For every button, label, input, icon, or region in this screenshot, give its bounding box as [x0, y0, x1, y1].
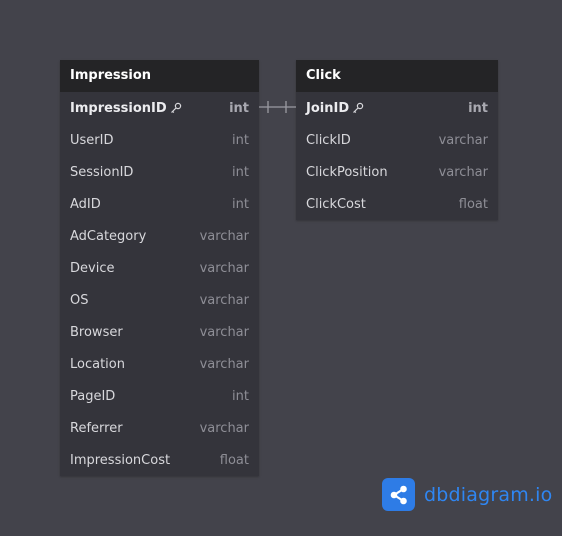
column-name: Device	[70, 260, 115, 276]
column-name: ImpressionCost	[70, 452, 171, 468]
column-name: SessionID	[70, 164, 134, 180]
column-row[interactable]: OS varchar	[60, 284, 259, 316]
column-row[interactable]: ClickCost float	[296, 188, 498, 220]
column-type: int	[232, 164, 249, 180]
column-name: OS	[70, 292, 89, 308]
column-row[interactable]: Referrer varchar	[60, 412, 259, 444]
column-row[interactable]: ImpressionID int	[60, 92, 259, 124]
key-icon	[170, 102, 182, 114]
column-name: ClickCost	[306, 196, 366, 212]
share-icon	[382, 478, 415, 511]
column-list: JoinID int ClickID varchar ClickPosition…	[296, 92, 498, 220]
column-name: UserID	[70, 132, 114, 148]
column-name: ImpressionID	[70, 100, 167, 116]
column-row[interactable]: ImpressionCost float	[60, 444, 259, 476]
column-name: AdCategory	[70, 228, 147, 244]
column-row[interactable]: AdCategory varchar	[60, 220, 259, 252]
column-name: Browser	[70, 324, 123, 340]
column-name: Referrer	[70, 420, 123, 436]
column-type: int	[229, 100, 249, 116]
key-icon	[352, 102, 364, 114]
column-row[interactable]: PageID int	[60, 380, 259, 412]
column-type: varchar	[199, 356, 249, 372]
table-impression[interactable]: Impression ImpressionID int UserID int S…	[60, 60, 259, 476]
column-row[interactable]: JoinID int	[296, 92, 498, 124]
column-row[interactable]: Device varchar	[60, 252, 259, 284]
column-type: int	[468, 100, 488, 116]
column-type: varchar	[438, 164, 488, 180]
column-type: varchar	[199, 420, 249, 436]
table-header-impression[interactable]: Impression	[60, 60, 259, 92]
column-name: ClickID	[306, 132, 351, 148]
column-type: varchar	[199, 260, 249, 276]
column-type: int	[232, 196, 249, 212]
column-row[interactable]: ClickID varchar	[296, 124, 498, 156]
column-row[interactable]: Location varchar	[60, 348, 259, 380]
column-type: varchar	[199, 324, 249, 340]
column-row[interactable]: ClickPosition varchar	[296, 156, 498, 188]
column-row[interactable]: UserID int	[60, 124, 259, 156]
column-type: int	[232, 132, 249, 148]
column-type: float	[219, 452, 249, 468]
column-row[interactable]: AdID int	[60, 188, 259, 220]
column-type: float	[458, 196, 488, 212]
column-name: Location	[70, 356, 125, 372]
column-name: PageID	[70, 388, 116, 404]
column-name-wrap: JoinID	[306, 101, 364, 116]
column-name: AdID	[70, 196, 101, 212]
column-type: varchar	[199, 292, 249, 308]
column-list: ImpressionID int UserID int SessionID in…	[60, 92, 259, 476]
table-header-click[interactable]: Click	[296, 60, 498, 92]
column-row[interactable]: SessionID int	[60, 156, 259, 188]
column-type: int	[232, 388, 249, 404]
brand-name: dbdiagram.io	[424, 483, 553, 506]
column-name-wrap: ImpressionID	[70, 101, 182, 116]
column-name: ClickPosition	[306, 164, 388, 180]
brand-watermark: dbdiagram.io	[382, 478, 552, 511]
column-type: varchar	[438, 132, 488, 148]
column-name: JoinID	[306, 100, 350, 116]
column-row[interactable]: Browser varchar	[60, 316, 259, 348]
column-type: varchar	[199, 228, 249, 244]
table-click[interactable]: Click JoinID int ClickID varchar ClickPo…	[296, 60, 498, 220]
